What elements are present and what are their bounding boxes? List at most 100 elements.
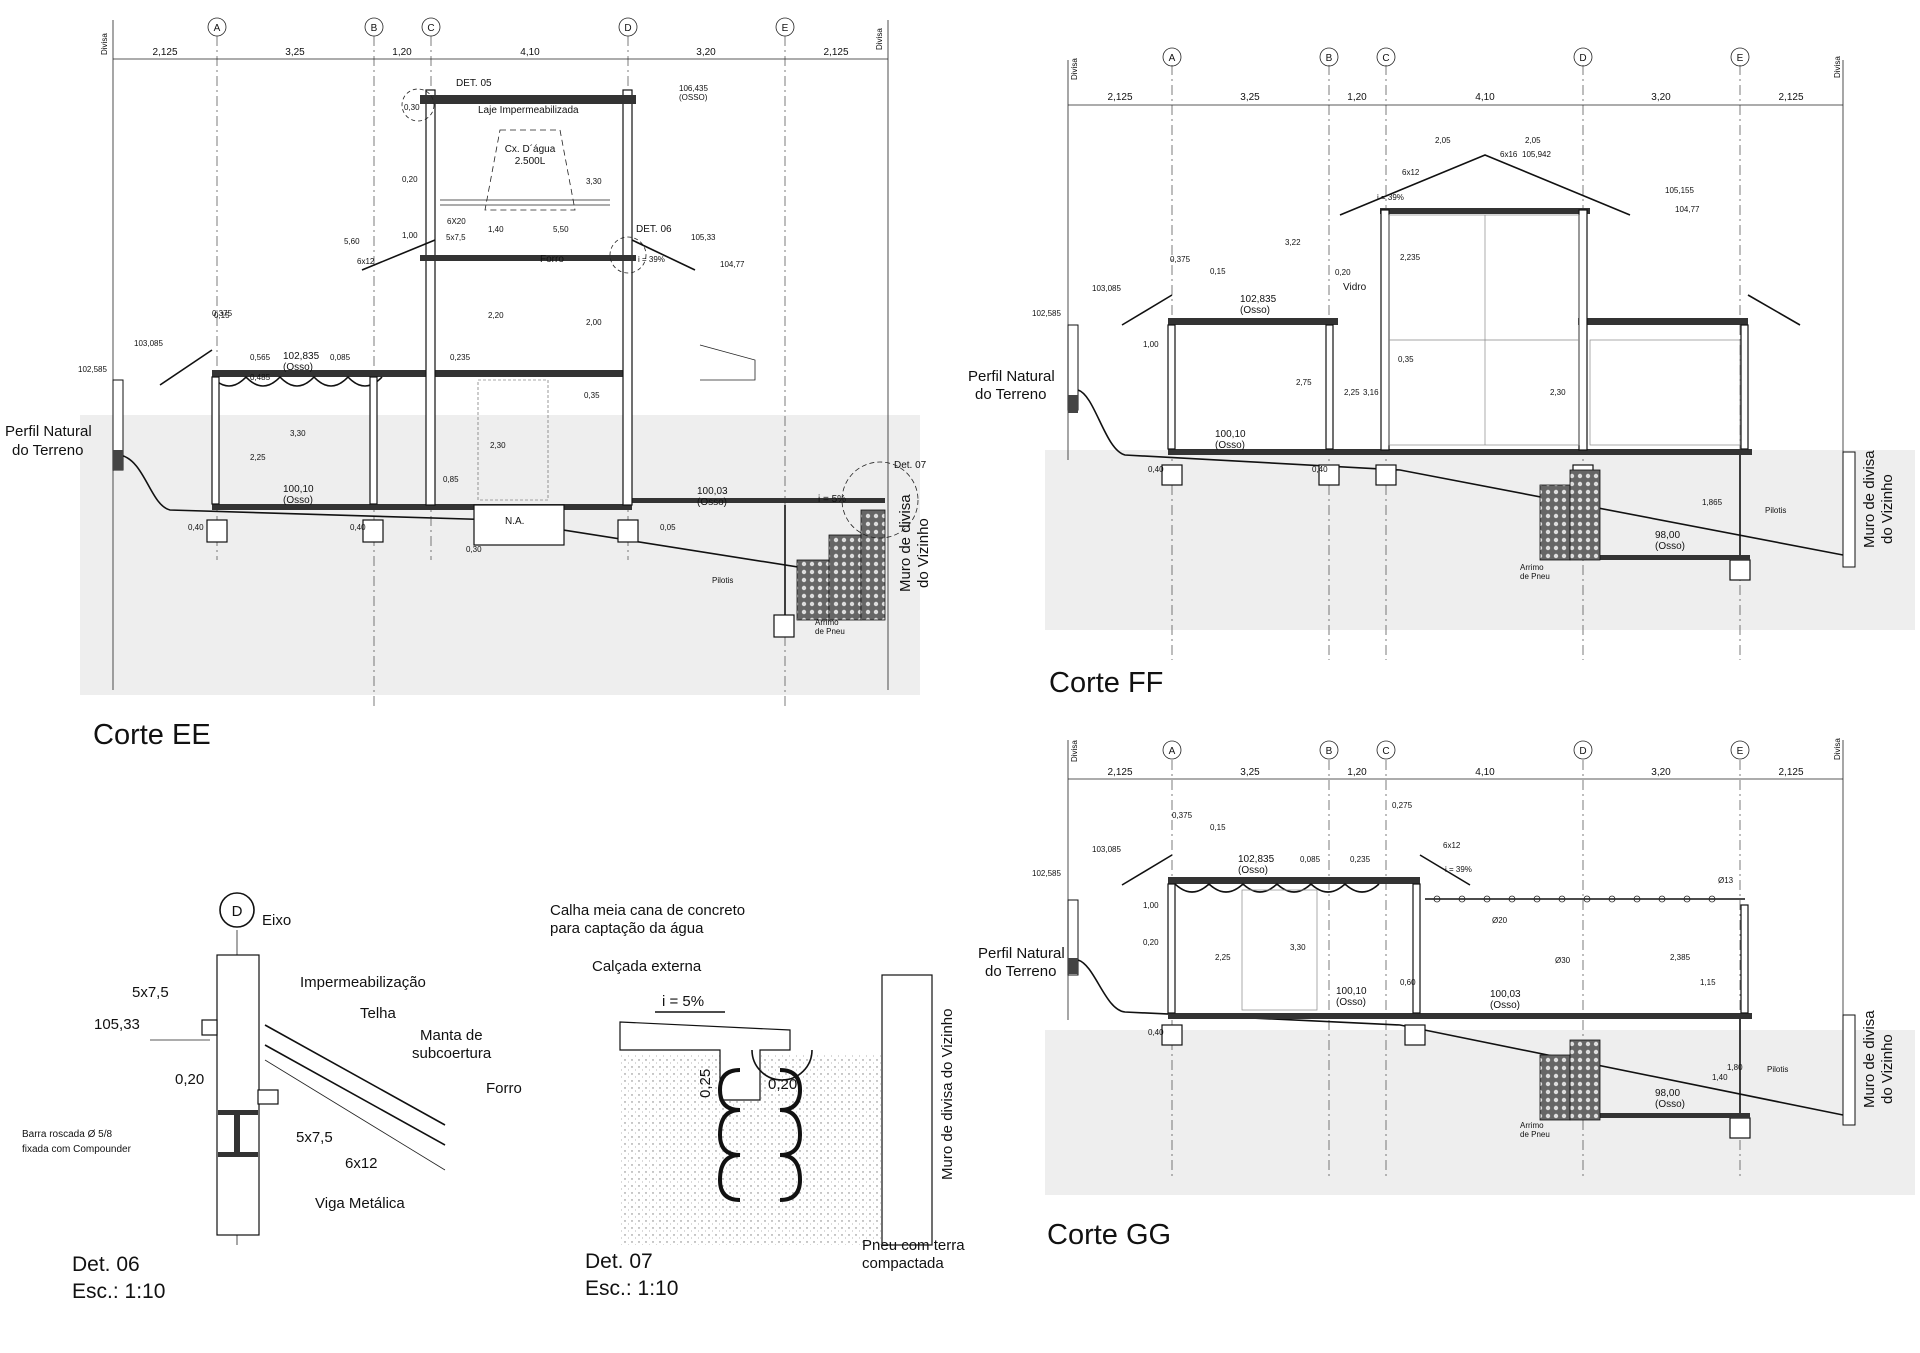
det07-dim: 0,20 — [768, 1076, 797, 1093]
arrimo-label: de Pneu — [1520, 1130, 1550, 1139]
dim-text: 0,05 — [660, 523, 676, 532]
level-text: (Osso) — [1238, 865, 1268, 876]
dim-text: 0,235 — [450, 353, 471, 362]
arrimo-label: de Pneu — [815, 627, 845, 636]
dim-text: 0,485 — [250, 373, 271, 382]
level-text: (Osso) — [1655, 1099, 1685, 1110]
level-text: 106,435 — [679, 84, 708, 93]
dim-text: 0,085 — [330, 353, 351, 362]
dim-text: 6x12 — [1402, 168, 1420, 177]
dim-text: 5x7,5 — [446, 233, 466, 242]
det06-level: 105,33 — [94, 1016, 140, 1033]
level-text: (Osso) — [697, 497, 727, 508]
dim-text: 2,25 — [1344, 388, 1360, 397]
axis-bubble-c: C — [1382, 53, 1389, 64]
dim-text: 3,20 — [1651, 767, 1671, 778]
det06-scale: Esc.: 1:10 — [72, 1280, 165, 1303]
axis-bubble-d: D — [1579, 53, 1586, 64]
dim-text: 0,40 — [1312, 465, 1328, 474]
pilotis-label: Pilotis — [1765, 506, 1786, 515]
dim-text: 0,40 — [1148, 1028, 1164, 1037]
det06-label: 5x7,5 — [296, 1129, 333, 1146]
dim-text: 5,60 — [344, 237, 360, 246]
dim-text: 1,20 — [1347, 92, 1367, 103]
dim-text: 3,25 — [1240, 92, 1260, 103]
level-text: (Osso) — [1490, 1000, 1520, 1011]
level-markers: 105,942 105,155 104,77 103,085 102,835 (… — [1032, 150, 1700, 552]
dim-text: 5,50 — [553, 225, 569, 234]
dim-text: 0,40 — [188, 523, 204, 532]
axis-bubble-c: C — [1382, 746, 1389, 757]
axis-bubble-b: B — [1326, 746, 1333, 757]
neighbor-wall-label: do Vizinho — [1879, 474, 1896, 544]
na-label: N.A. — [505, 516, 524, 527]
level-text: 102,585 — [1032, 309, 1061, 318]
dim-text: 2,235 — [1400, 253, 1421, 262]
dim-text: 3,25 — [1240, 767, 1260, 778]
det06-title: Det. 06 — [72, 1253, 140, 1276]
level-text: 100,10 — [1336, 986, 1367, 997]
level-text: 103,085 — [1092, 845, 1121, 854]
dim-text: 3,20 — [696, 47, 716, 58]
det-06: D Eixo 105,33 5x7,5 Impermeabilização Te… — [22, 892, 522, 1303]
stair — [477, 379, 549, 501]
axis-bubble-d: D — [624, 23, 631, 34]
dim-text: 4,10 — [1475, 92, 1495, 103]
dim-text: 4,10 — [520, 47, 540, 58]
tire-retaining-wall — [796, 509, 886, 621]
dim-text: 2,125 — [1107, 92, 1132, 103]
corte-ee: Divisa Divisa A B C D E 2,125 3,25 1,20 … — [5, 17, 932, 751]
dim-text: 2,05 — [1435, 136, 1451, 145]
det06-label: 6x12 — [345, 1155, 378, 1172]
dim-text: 2,125 — [1778, 767, 1803, 778]
level-text: 104,77 — [1675, 205, 1700, 214]
det06-label: Manta de — [420, 1027, 483, 1044]
det06-label: Viga Metálica — [315, 1195, 405, 1212]
dim-text: 0,35 — [1398, 355, 1414, 364]
det07-pneu-label: Pneu com terra — [862, 1237, 965, 1254]
det07-pneu-label: compactada — [862, 1255, 944, 1272]
dim-text: 0,275 — [1392, 801, 1413, 810]
dim-text: 1,865 — [1702, 498, 1723, 507]
det07-dim: 0,25 — [697, 1069, 714, 1098]
foundation-blocks — [206, 519, 795, 638]
dim-text: 3,25 — [285, 47, 305, 58]
pilotis-label: Pilotis — [712, 576, 733, 585]
level-text: 100,10 — [283, 484, 314, 495]
axis-bubble-c: C — [427, 23, 434, 34]
det06-eixo: Eixo — [262, 912, 291, 929]
corte-ff: Divisa Divisa A B C D E 2,125 3,25 1,20 … — [968, 47, 1915, 699]
dim-text: 1,80 — [1727, 1063, 1743, 1072]
det05-label: DET. 05 — [456, 78, 492, 89]
dim-text: 2,125 — [823, 47, 848, 58]
section-small-dims: 2,05 2,05 6x16 6x12 i = 39% 3,22 0,375 0… — [1143, 136, 1723, 507]
dim-text: 3,20 — [1651, 92, 1671, 103]
axis-bubble-e: E — [782, 23, 789, 34]
level-text: 102,835 — [283, 351, 320, 362]
neighbor-wall-label: Muro de divisa — [1861, 450, 1878, 548]
terrain-label: Perfil Natural — [978, 945, 1065, 962]
level-text: 104,77 — [720, 260, 745, 269]
level-markers: 103,085 102,835 (Osso) 102,585 100,10 (O… — [1032, 845, 1685, 1110]
dim-text: 1,40 — [1712, 1073, 1728, 1082]
level-text: (Osso) — [1215, 440, 1245, 451]
level-text: 100,03 — [697, 486, 728, 497]
section-small-dims: 0,275 0,375 0,15 6x12 i = 39% Ø13 Ø20 Ø3… — [1143, 801, 1743, 1082]
level-text: 105,942 — [1522, 150, 1551, 159]
dim-text: 2,30 — [490, 441, 506, 450]
axis-bubble-e: E — [1737, 53, 1744, 64]
arrimo-label: Arrimo — [815, 618, 839, 627]
det06-label: Impermeabilização — [300, 974, 426, 991]
level-text: (Osso) — [1240, 305, 1270, 316]
dim-text: 2,75 — [1296, 378, 1312, 387]
level-text: 103,085 — [134, 339, 163, 348]
dim-text: 2,25 — [1215, 953, 1231, 962]
dim-text: 2,05 — [1525, 136, 1541, 145]
level-text: (Osso) — [283, 362, 313, 373]
dim-text: Ø20 — [1492, 916, 1508, 925]
det06-label: fixada com Compounder — [22, 1144, 132, 1155]
terrain-label: do Terreno — [975, 386, 1046, 403]
det07-scale: Esc.: 1:10 — [585, 1277, 678, 1300]
level-text: 103,085 — [1092, 284, 1121, 293]
